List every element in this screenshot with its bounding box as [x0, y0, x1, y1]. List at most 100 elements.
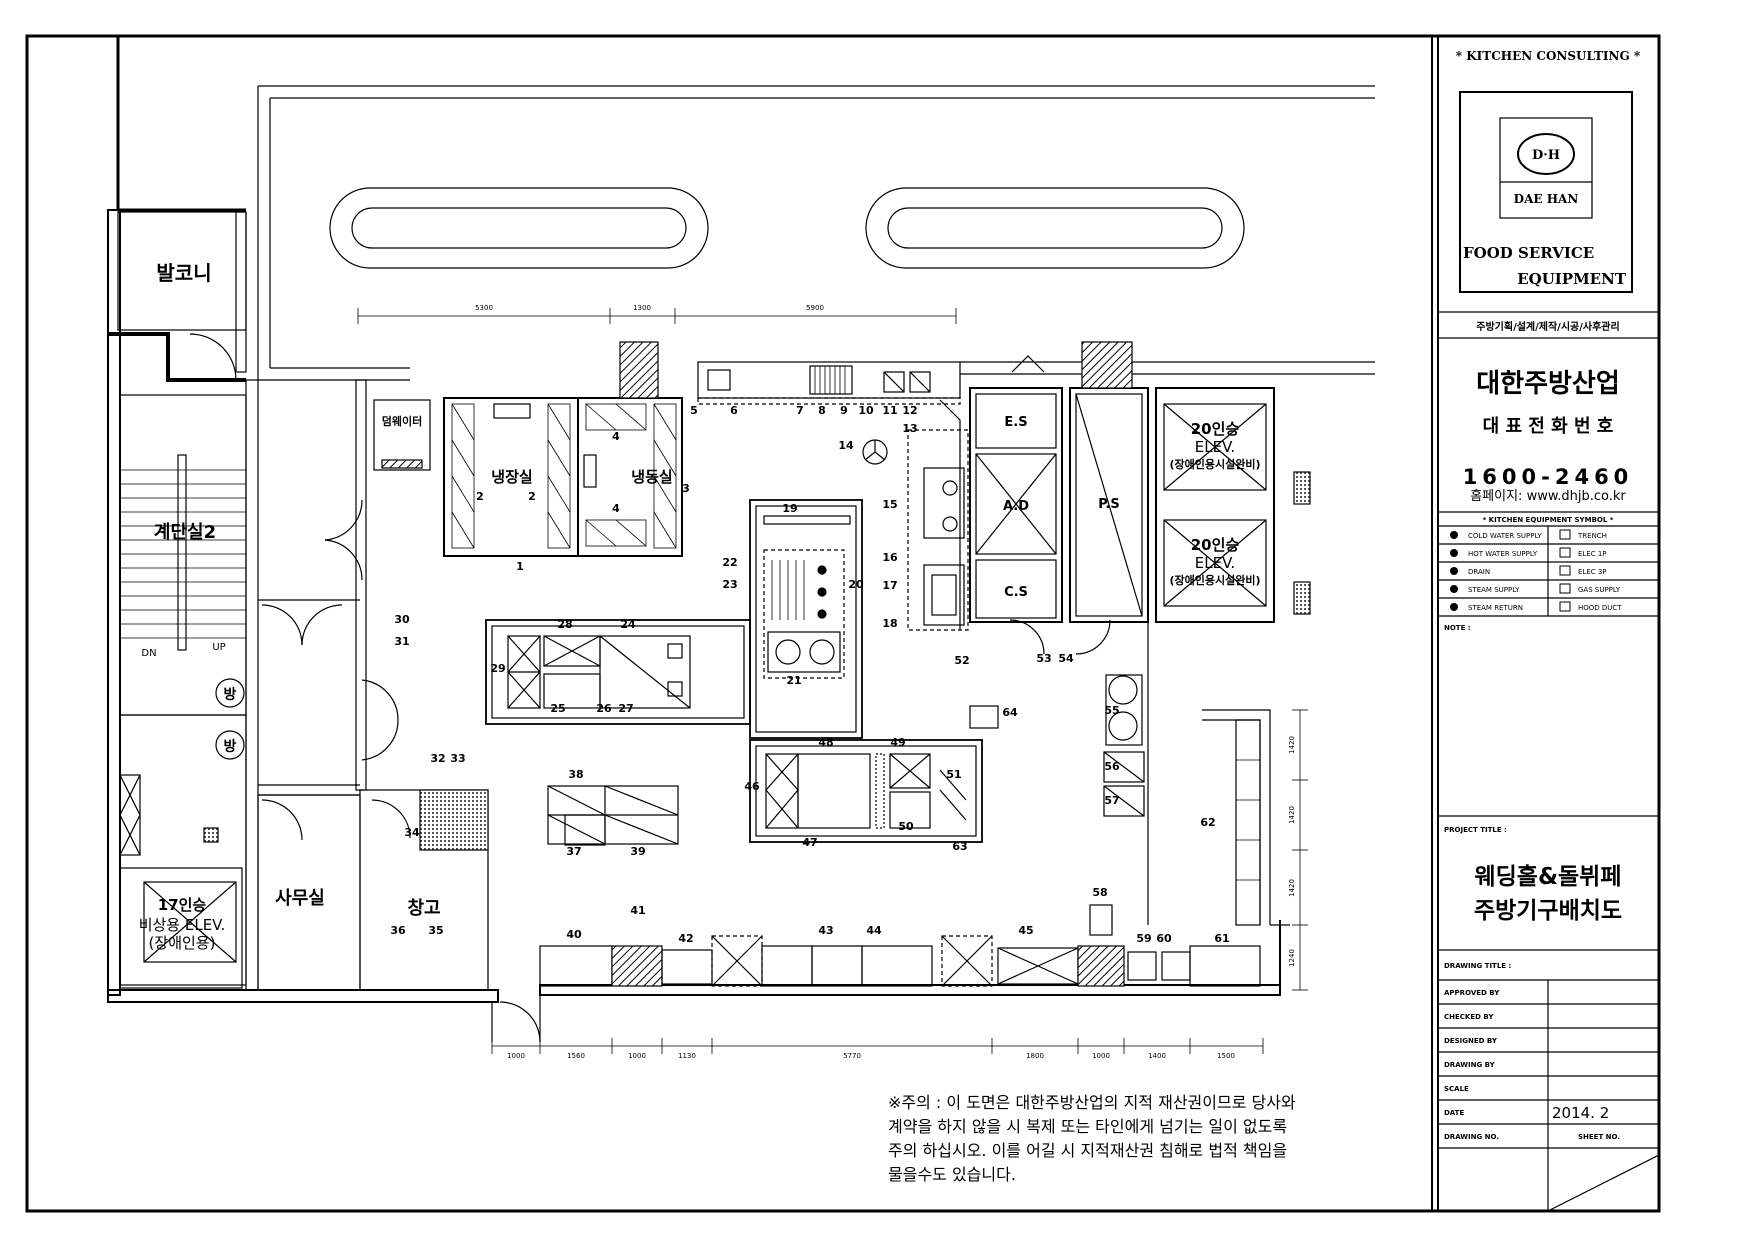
symbol-icon — [1559, 601, 1571, 612]
item-number: 26 — [596, 702, 612, 715]
item-number: 5 — [690, 404, 698, 417]
dim-bottom-8: 1400 — [1148, 1052, 1166, 1060]
item-number: 55 — [1104, 704, 1119, 717]
symbol-icon — [1559, 583, 1571, 594]
item-number: 49 — [890, 736, 905, 749]
item-number: 52 — [954, 654, 969, 667]
symbol-icon — [1450, 567, 1458, 575]
tb-sheet-no: SHEET NO. — [1578, 1133, 1620, 1141]
dim-right-1: 1420 — [1288, 736, 1296, 754]
item-number: 64 — [1002, 706, 1018, 719]
item-number: 39 — [630, 845, 645, 858]
dim-right-3: 1420 — [1288, 879, 1296, 897]
item-number: 50 — [898, 820, 914, 833]
tb-checked: CHECKED BY — [1444, 1013, 1494, 1021]
tb-date-label: DATE — [1444, 1109, 1464, 1117]
symbol-label-left: DRAIN — [1468, 568, 1490, 576]
dim-top-3: 5900 — [806, 304, 824, 312]
symbol-label-right: ELEC 3P — [1578, 568, 1607, 576]
tb-approved: APPROVED BY — [1444, 989, 1500, 997]
room-storage: 창고 — [407, 898, 440, 919]
tb-logo-mark: D·H — [1532, 148, 1560, 163]
dim-bottom-9: 1500 — [1217, 1052, 1235, 1060]
dim-top-2: 1300 — [633, 304, 651, 312]
item-number: 6 — [730, 404, 738, 417]
item-number: 18 — [882, 617, 897, 630]
symbol-label-left: HOT WATER SUPPLY — [1468, 550, 1538, 558]
oval-void-right — [865, 187, 1245, 269]
item-number: 13 — [902, 422, 917, 435]
elev20a-line1: 20인승 — [1191, 420, 1240, 438]
item-number: 43 — [818, 924, 833, 937]
item-number: 27 — [618, 702, 633, 715]
item-number: 41 — [630, 904, 645, 917]
symbol-label-right: GAS SUPPLY — [1578, 586, 1621, 594]
item-number: 29 — [490, 662, 505, 675]
room-balcony: 발코니 — [156, 261, 211, 285]
item-number: 30 — [394, 613, 410, 626]
dim-bottom-5: 5770 — [843, 1052, 861, 1060]
tb-drawing-no: DRAWING NO. — [1444, 1133, 1499, 1141]
item-number: 10 — [858, 404, 874, 417]
elev20a-line2: ELEV. — [1195, 438, 1235, 456]
tb-note-label: NOTE : — [1444, 624, 1471, 632]
elev20a-line3: (장애인용시설완비) — [1169, 457, 1260, 471]
item-number: 62 — [1200, 816, 1215, 829]
dimension-lines — [357, 308, 1308, 1054]
item-number: 37 — [566, 845, 581, 858]
item-number: 63 — [952, 840, 967, 853]
item-number: 54 — [1058, 652, 1074, 665]
item-number: 56 — [1104, 760, 1120, 773]
item-number: 14 — [838, 439, 854, 452]
room-dumbwaiter: 덤웨이터 — [382, 414, 422, 428]
dim-bottom-1: 1000 — [507, 1052, 525, 1060]
item-number: 32 — [430, 752, 445, 765]
tb-scale: SCALE — [1444, 1085, 1469, 1093]
tb-logo-name: DAE HAN — [1514, 192, 1579, 206]
room-bang-1: 방 — [224, 686, 237, 703]
dim-bottom-2: 1560 — [567, 1052, 585, 1060]
dim-bottom-4: 1130 — [678, 1052, 696, 1060]
symbol-label-right: TRENCH — [1577, 532, 1607, 540]
tb-phone: 1600-2460 — [1463, 465, 1634, 489]
item-number: 4 — [612, 502, 620, 515]
tb-header: * KITCHEN CONSULTING * — [1456, 49, 1641, 63]
dim-right-2: 1420 — [1288, 806, 1296, 824]
dim-bottom-7: 1000 — [1092, 1052, 1110, 1060]
item-number: 44 — [866, 924, 882, 937]
symbol-icon — [1559, 547, 1571, 558]
room-es: E.S — [1004, 415, 1027, 430]
item-number: 19 — [782, 502, 797, 515]
dim-bottom-3: 1000 — [628, 1052, 646, 1060]
item-number: 7 — [796, 404, 804, 417]
notice-line-3: 주의 하십시오. 이를 어길 시 지적재산권 침해로 법적 책임을 — [888, 1141, 1287, 1160]
symbol-label-left: STEAM RETURN — [1468, 604, 1523, 612]
tb-homepage: 홈페이지: www.dhjb.co.kr — [1470, 489, 1626, 504]
tb-services: 주방기획/설계/제작/시공/사후관리 — [1476, 320, 1619, 333]
tb-tagline-2: EQUIPMENT — [1517, 270, 1627, 288]
item-number: 17 — [882, 579, 897, 592]
symbol-icon — [1450, 531, 1458, 539]
tb-project-label: PROJECT TITLE : — [1444, 826, 1507, 834]
oval-void-left — [329, 187, 709, 269]
item-number: 3 — [682, 482, 690, 495]
item-number: 47 — [802, 836, 817, 849]
room-ps: P.S — [1098, 497, 1119, 512]
item-number: 28 — [557, 618, 572, 631]
tb-drawing-by: DRAWING BY — [1444, 1061, 1496, 1069]
item-number: 2 — [528, 490, 536, 503]
room-bang-2: 방 — [224, 738, 237, 755]
room-ad: A.D — [1003, 499, 1029, 514]
item-number: 16 — [882, 551, 898, 564]
item-number: 11 — [882, 404, 897, 417]
dim-top-1: 5300 — [475, 304, 493, 312]
item-number: 23 — [722, 578, 737, 591]
room-cs: C.S — [1004, 585, 1028, 600]
symbol-label-right: ELEC 1P — [1578, 550, 1607, 558]
floor-plan — [107, 36, 1375, 1043]
elev20b-line1: 20인승 — [1191, 536, 1240, 554]
item-number: 59 — [1136, 932, 1151, 945]
item-number: 21 — [786, 674, 801, 687]
